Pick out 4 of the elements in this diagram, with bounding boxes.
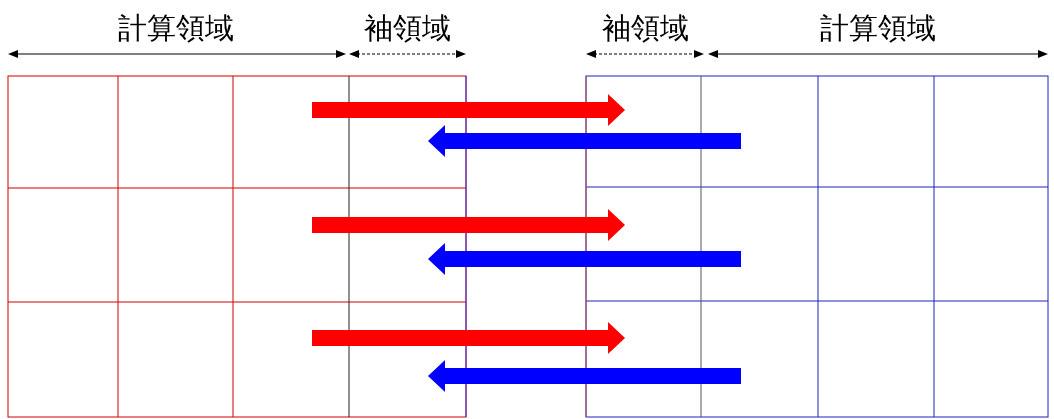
- region-label: 計算領域: [118, 10, 234, 46]
- region-label: 袖領域: [601, 10, 689, 46]
- region-label: 計算領域: [820, 10, 936, 46]
- region-label: 袖領域: [363, 10, 451, 46]
